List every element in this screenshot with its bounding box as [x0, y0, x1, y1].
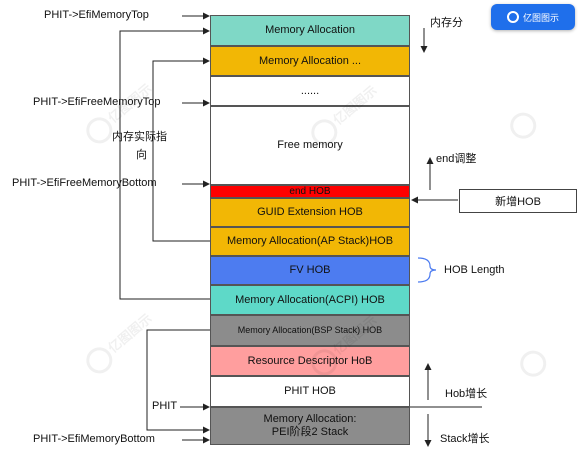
edraw-logo-icon: [506, 11, 519, 23]
label-efi-free-memory-top: PHIT->EfiFreeMemoryTop: [33, 96, 161, 108]
block-memory-allocation-acpi: Memory Allocation(ACPI) HOB: [210, 285, 410, 315]
label-end-adjust: end调整: [436, 153, 477, 165]
bracket-bsp-to-stack: [146, 329, 210, 434]
label-efi-memory-bottom: PHIT->EfiMemoryBottom: [33, 433, 155, 445]
block-resource-descriptor-hob: Resource Descriptor HoB: [210, 346, 410, 376]
bracket-ap-to-alloc: [152, 57, 210, 242]
block-memory-allocation-top: Memory Allocation: [210, 15, 410, 46]
block-memory-allocation-more: Memory Allocation ...: [210, 46, 410, 76]
label-efi-memory-top: PHIT->EfiMemoryTop: [44, 9, 149, 21]
edraw-brand-button[interactable]: 亿图图示: [491, 4, 575, 30]
block-ellipsis: ......: [210, 76, 410, 106]
block-guid-extension-hob: GUID Extension HOB: [210, 198, 410, 227]
block-pei-stack: Memory Allocation: PEI阶段2 Stack: [210, 407, 410, 445]
label-phit: PHIT: [152, 400, 178, 412]
block-memory-allocation-ap-stack: Memory Allocation(AP Stack)HOB: [210, 227, 410, 256]
label-hob-grow: Hob增长: [445, 388, 488, 400]
label-actual-pointer-line1: 内存实际指: [112, 131, 167, 143]
label-hob-length: HOB Length: [444, 264, 505, 276]
block-fv-hob: FV HOB: [210, 256, 410, 285]
label-actual-pointer-line2: 向: [136, 149, 147, 161]
hob-length-brace: [417, 257, 437, 283]
pei-stack-line2: PEI阶段2 Stack: [271, 426, 349, 438]
block-end-hob: end HOB: [210, 185, 410, 198]
block-free-memory: Free memory: [210, 106, 410, 185]
bracket-acpi-to-top: [119, 27, 210, 300]
label-memory-alloc-direction: 内存分: [430, 17, 463, 29]
new-hob-box: 新增HOB: [459, 189, 577, 213]
block-memory-allocation-bsp-stack: Memory Allocation(BSP Stack) HOB: [210, 315, 410, 346]
block-phit-hob: PHIT HOB: [210, 376, 410, 407]
label-efi-free-memory-bottom: PHIT->EfiFreeMemoryBottom: [12, 177, 157, 189]
brand-text: 亿图图示: [522, 12, 559, 23]
pei-stack-line1: Memory Allocation:: [263, 413, 357, 425]
new-hob-label: 新增HOB: [495, 196, 541, 208]
label-stack-grow: Stack增长: [440, 433, 490, 445]
